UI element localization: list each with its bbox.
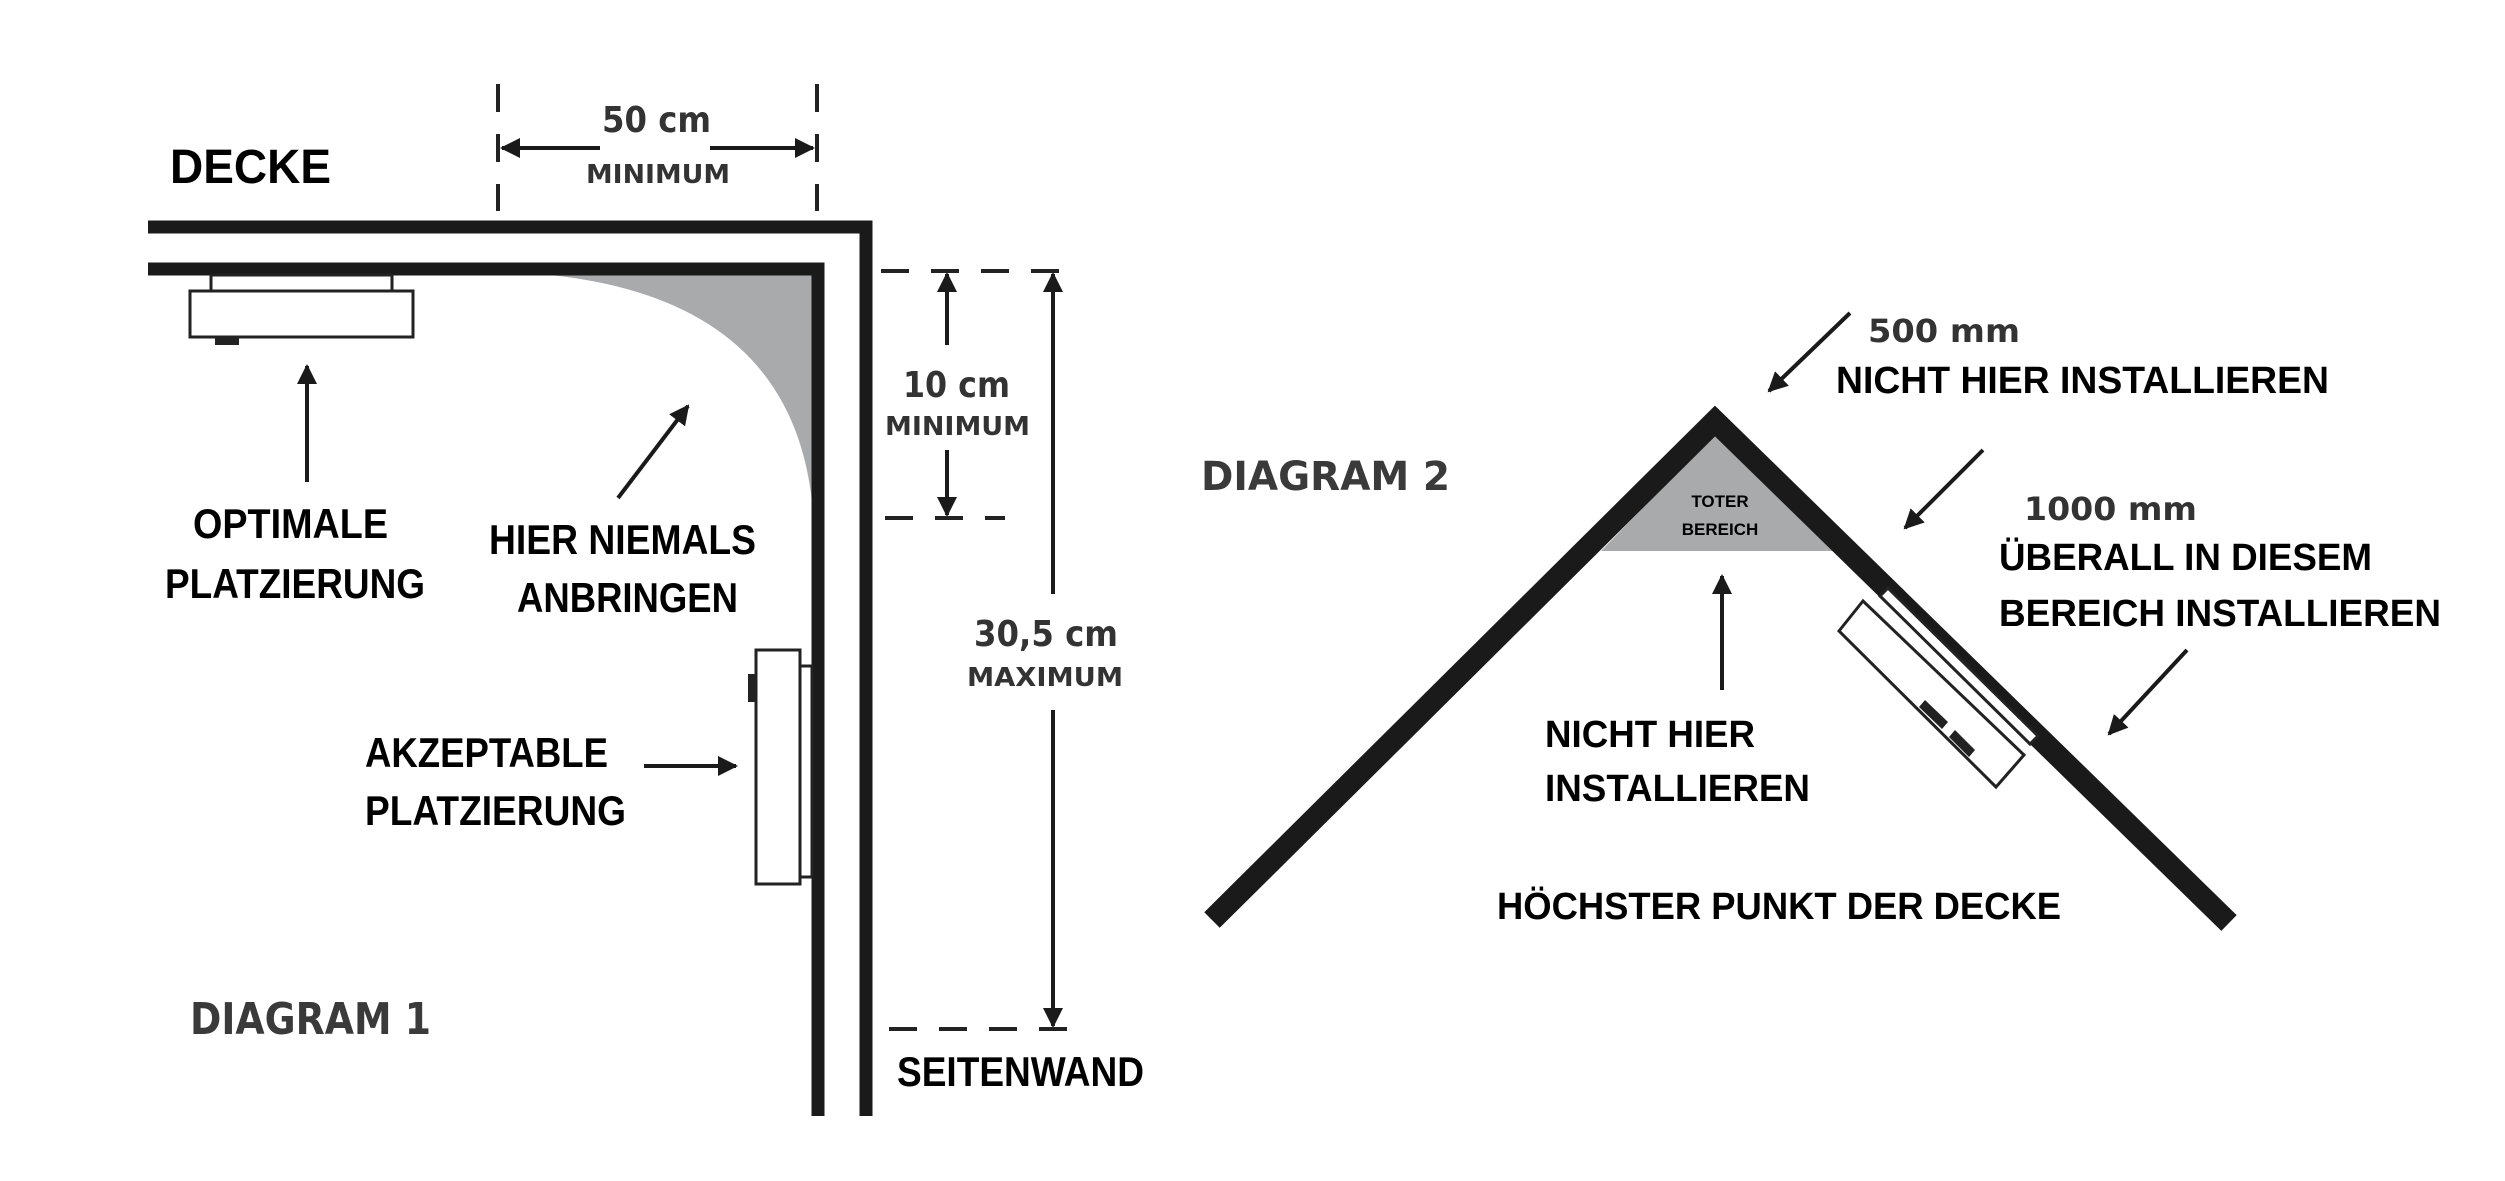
ceiling-mount-plate bbox=[209, 273, 394, 293]
dead-zone-label-2: BEREICH bbox=[1682, 520, 1759, 539]
wall-label: SEITENWAND bbox=[897, 1048, 1144, 1095]
ceiling-device bbox=[188, 289, 415, 339]
dim-wall-min-value: 10 cm bbox=[903, 365, 1010, 406]
not-here-peak-label-1: NICHT HIER bbox=[1545, 714, 1755, 756]
arrow-diagonal bbox=[1767, 311, 1852, 393]
diagram-1-title: DIAGRAM 1 bbox=[190, 994, 431, 1045]
optimal-label-1: OPTIMALE bbox=[193, 500, 388, 547]
not-here-top-label: NICHT HIER INSTALLIEREN bbox=[1836, 360, 2329, 402]
diagram-2: DIAGRAM 2 TOTER BEREICH NICHT HIER INSTA… bbox=[1201, 311, 2441, 931]
device-button bbox=[215, 337, 239, 345]
ceiling-label: DECKE bbox=[170, 141, 331, 194]
not-here-peak-label-2: INSTALLIEREN bbox=[1545, 768, 1810, 810]
never-label-2: ANBRINGEN bbox=[517, 574, 738, 621]
diagram-1: DECKE 50 cm MINIMUM OPTIMALE PLATZIERUNG… bbox=[148, 84, 1144, 1116]
arrow-diagonal bbox=[616, 404, 690, 500]
dim-wall-max-qualifier: MAXIMUM bbox=[967, 663, 1123, 693]
optimal-label-2: PLATZIERUNG bbox=[165, 560, 425, 607]
roof-line bbox=[1204, 405, 2237, 931]
dim-wall-max-value: 30,5 cm bbox=[974, 614, 1118, 655]
dim-ceiling-value: 50 cm bbox=[602, 100, 711, 141]
acceptable-label-2: PLATZIERUNG bbox=[365, 787, 626, 834]
anywhere-label-2: BEREICH INSTALLIEREN bbox=[1999, 593, 2441, 635]
wall-mount-plate bbox=[798, 664, 814, 879]
anywhere-label-1: ÜBERALL IN DIESEM bbox=[1999, 536, 2372, 579]
ceiling-outer-line bbox=[148, 220, 873, 1116]
dead-zone-label-1: TOTER bbox=[1691, 492, 1748, 511]
dim-500-label: 500 mm bbox=[1868, 312, 2020, 350]
device-button bbox=[748, 674, 756, 702]
dim-1000-label: 1000 mm bbox=[2024, 490, 2197, 528]
arrow-diagonal bbox=[2107, 648, 2189, 736]
dead-zone-corner bbox=[550, 275, 812, 502]
peak-label: HÖCHSTER PUNKT DER DECKE bbox=[1497, 885, 2061, 928]
diagram-2-title: DIAGRAM 2 bbox=[1201, 454, 1450, 500]
dead-zone-triangle bbox=[1601, 434, 1839, 551]
arrow-diagonal bbox=[1903, 448, 1985, 530]
dim-wall-min-qualifier: MINIMUM bbox=[885, 412, 1030, 442]
acceptable-label-1: AKZEPTABLE bbox=[365, 729, 608, 776]
dim-ceiling-qualifier: MINIMUM bbox=[586, 160, 730, 190]
wall-device bbox=[754, 648, 802, 886]
never-label-1: HIER NIEMALS bbox=[489, 516, 756, 563]
ceiling-inner-line bbox=[148, 262, 825, 1116]
slope-device bbox=[1836, 585, 2041, 790]
